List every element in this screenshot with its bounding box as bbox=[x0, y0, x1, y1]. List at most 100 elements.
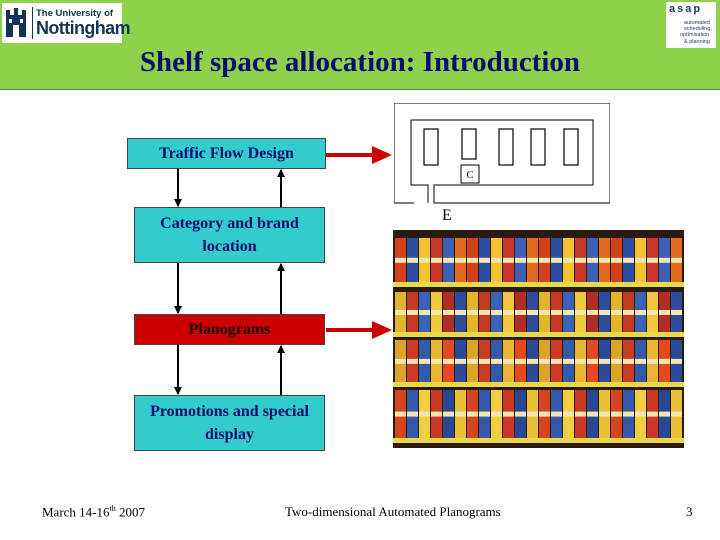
checkout-label: C bbox=[466, 169, 473, 181]
product-label-band bbox=[659, 411, 670, 417]
product-label-band bbox=[575, 257, 586, 263]
product-label-band bbox=[467, 310, 478, 315]
product-label-band bbox=[479, 310, 490, 315]
product-label-band bbox=[395, 257, 406, 263]
flow-box-planograms: Planograms bbox=[134, 314, 325, 345]
shelf-edge bbox=[393, 382, 684, 387]
footer-date-sup: th bbox=[109, 504, 116, 513]
checkout-box bbox=[460, 164, 480, 184]
product-label-band bbox=[575, 310, 586, 315]
header-bar: The University of Nottingham asap automa… bbox=[0, 0, 720, 90]
product-label-band bbox=[587, 310, 598, 315]
product-label-band bbox=[623, 257, 634, 263]
product-label-band bbox=[503, 310, 514, 315]
footer-date-prefix: March 14-16 bbox=[42, 504, 110, 520]
product-label-band bbox=[635, 358, 646, 364]
asap-logo: asap automated scheduling, optimisation … bbox=[666, 2, 716, 48]
product-label-band bbox=[395, 411, 406, 417]
shelf-edge bbox=[393, 438, 684, 443]
product-label-band bbox=[467, 358, 478, 364]
product-label-band bbox=[455, 411, 466, 417]
product-label-band bbox=[587, 358, 598, 364]
product-label-band bbox=[611, 257, 622, 263]
product-label-band bbox=[467, 411, 478, 417]
store-shelf-1 bbox=[423, 128, 439, 166]
product-label-band bbox=[491, 257, 502, 263]
footer-date: March 14-16th 2007 bbox=[42, 504, 145, 520]
product-label-band bbox=[455, 310, 466, 315]
product-label-band bbox=[503, 411, 514, 417]
product-label-band bbox=[635, 257, 646, 263]
red-arrow-photo-head bbox=[372, 321, 392, 339]
product-label-band bbox=[611, 411, 622, 417]
product-label-band bbox=[647, 411, 658, 417]
asap-line-4: & planning bbox=[684, 39, 710, 45]
product-label-band bbox=[395, 358, 406, 364]
product-label-band bbox=[599, 257, 610, 263]
product-label-band bbox=[587, 411, 598, 417]
product-label-band bbox=[599, 411, 610, 417]
product-label-band bbox=[635, 411, 646, 417]
product-label-band bbox=[443, 257, 454, 263]
product-label-band bbox=[491, 411, 502, 417]
footer-date-suffix: 2007 bbox=[115, 504, 145, 520]
asap-line-2: scheduling, bbox=[684, 26, 712, 32]
product-label-band bbox=[539, 411, 550, 417]
product-label-band bbox=[647, 310, 658, 315]
product-label-band bbox=[443, 411, 454, 417]
product-label-band bbox=[647, 358, 658, 364]
product-label-band bbox=[515, 358, 526, 364]
product-label-band bbox=[647, 257, 658, 263]
store-shelf-5 bbox=[563, 128, 579, 166]
product-label-band bbox=[479, 411, 490, 417]
product-label-band bbox=[431, 411, 442, 417]
shelf-edge bbox=[393, 332, 684, 337]
product-label-band bbox=[671, 358, 682, 364]
store-floor-outline bbox=[394, 103, 610, 204]
asap-wordmark: asap bbox=[669, 3, 703, 15]
product-label-band bbox=[515, 310, 526, 315]
product-label-band bbox=[527, 411, 538, 417]
product-label-band bbox=[407, 411, 418, 417]
product-label-band bbox=[515, 257, 526, 263]
product-label-band bbox=[539, 310, 550, 315]
product-label-band bbox=[659, 257, 670, 263]
product-label-band bbox=[551, 257, 562, 263]
product-label-band bbox=[455, 358, 466, 364]
product-label-band bbox=[503, 257, 514, 263]
product-label-band bbox=[623, 310, 634, 315]
product-label-band bbox=[563, 257, 574, 263]
store-layout-diagram: C bbox=[394, 103, 610, 204]
product-label-band bbox=[623, 411, 634, 417]
asap-line-3: optimisation bbox=[680, 32, 710, 38]
logo-text-line2: Nottingham bbox=[36, 18, 131, 38]
product-label-band bbox=[575, 358, 586, 364]
product-label-band bbox=[539, 257, 550, 263]
product-label-band bbox=[491, 310, 502, 315]
product-label-band bbox=[563, 310, 574, 315]
product-label-band bbox=[419, 310, 430, 315]
product-label-band bbox=[479, 257, 490, 263]
red-arrow-store-head bbox=[372, 146, 392, 164]
store-shelf-2 bbox=[461, 128, 477, 160]
flow-box-traffic-flow-design: Traffic Flow Design bbox=[127, 138, 326, 169]
product-label-band bbox=[431, 310, 442, 315]
product-label-band bbox=[455, 257, 466, 263]
product-label-band bbox=[659, 358, 670, 364]
product-label-band bbox=[491, 358, 502, 364]
product-label-band bbox=[443, 358, 454, 364]
product-label-band bbox=[407, 257, 418, 263]
product-label-band bbox=[407, 310, 418, 315]
product-label-band bbox=[563, 411, 574, 417]
product-label-band bbox=[587, 257, 598, 263]
product-label-band bbox=[563, 358, 574, 364]
product-label-band bbox=[407, 358, 418, 364]
shelf-edge bbox=[393, 282, 684, 287]
product-label-band bbox=[599, 310, 610, 315]
flow-box-category-brand-location: Category and brand location bbox=[134, 207, 325, 263]
product-label-band bbox=[419, 257, 430, 263]
product-label-band bbox=[671, 257, 682, 263]
product-label-band bbox=[623, 358, 634, 364]
university-of-nottingham-logo: The University of Nottingham bbox=[2, 3, 131, 43]
